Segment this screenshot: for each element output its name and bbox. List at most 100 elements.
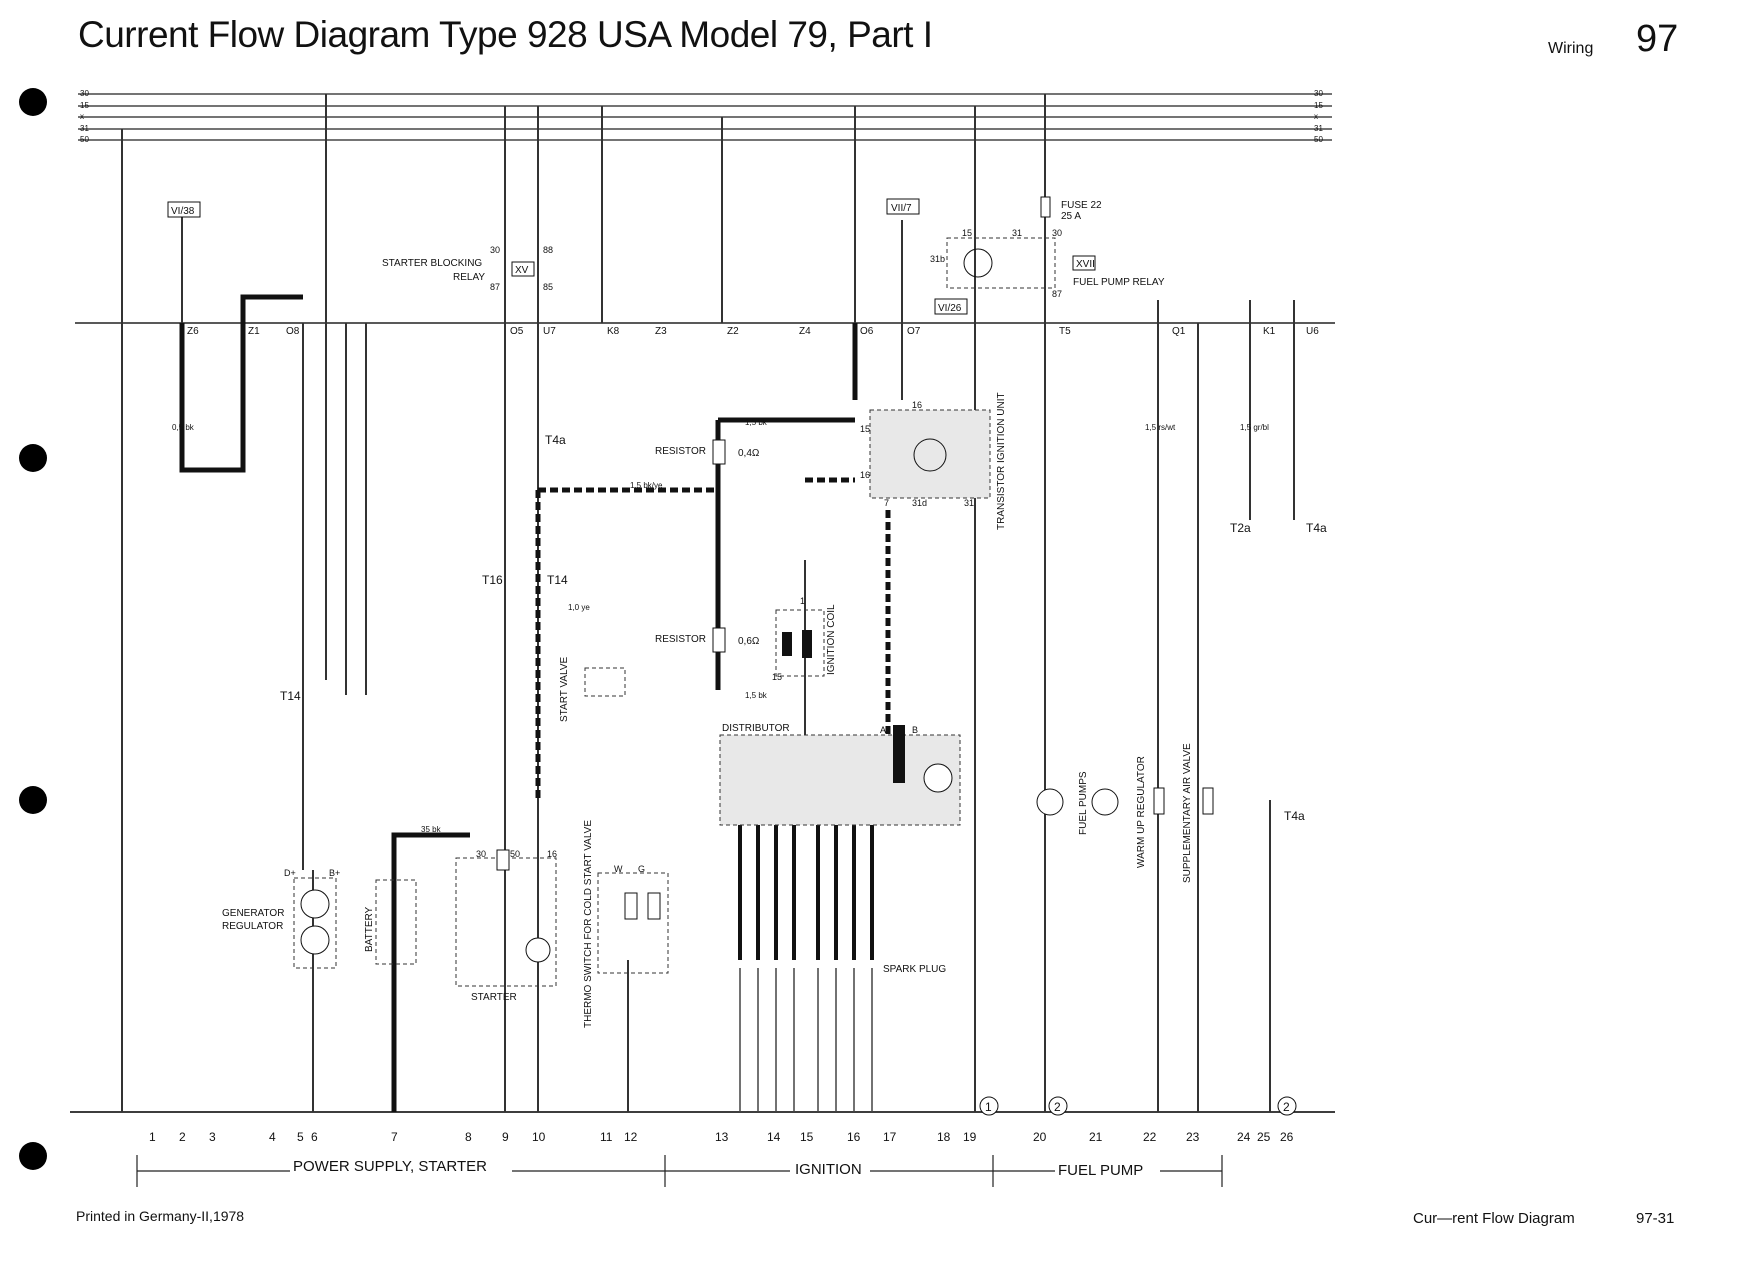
circled-marker xyxy=(979,1096,999,1116)
svg-text:12: 12 xyxy=(624,1130,638,1144)
group-label: FUEL PUMP xyxy=(1058,1162,1143,1179)
terminal-label: Z6 xyxy=(187,326,199,337)
svg-text:31: 31 xyxy=(1012,228,1022,238)
generator-icon xyxy=(300,889,330,919)
page-number: 97 xyxy=(1636,18,1679,60)
svg-text:4: 4 xyxy=(269,1130,276,1144)
component-label: BATTERY xyxy=(364,906,375,952)
component-label: THERMO SWITCH FOR COLD START VALVE xyxy=(583,820,594,1028)
ref-label: VI/38 xyxy=(171,206,195,217)
component-label: IGNITION COIL xyxy=(826,604,837,675)
battery xyxy=(375,879,417,965)
svg-text:25: 25 xyxy=(1257,1130,1271,1144)
thermo-switch xyxy=(597,872,669,974)
svg-text:2: 2 xyxy=(179,1130,186,1144)
svg-text:15: 15 xyxy=(800,1130,814,1144)
svg-text:17: 17 xyxy=(883,1130,897,1144)
terminal-label: Z3 xyxy=(655,326,667,337)
relay-number: XVII xyxy=(1076,259,1095,270)
terminal-label: O6 xyxy=(860,326,874,337)
marker-label: 2 xyxy=(1054,1100,1061,1114)
svg-text:8: 8 xyxy=(465,1130,472,1144)
svg-text:1: 1 xyxy=(800,596,805,606)
svg-text:87: 87 xyxy=(490,282,500,292)
wire-heavy xyxy=(179,294,303,473)
page-title: Current Flow Diagram Type 928 USA Model … xyxy=(78,14,933,55)
component-label: DISTRIBUTOR xyxy=(722,723,790,734)
connector-label: T16 xyxy=(482,573,503,587)
bus-label: 50 xyxy=(80,135,89,144)
svg-text:30: 30 xyxy=(476,849,486,859)
component-label: STARTER xyxy=(471,992,517,1003)
svg-text:50: 50 xyxy=(510,849,520,859)
relay-box xyxy=(511,261,535,277)
component-label: FUEL PUMPS xyxy=(1078,771,1089,835)
switch-symbol xyxy=(624,892,638,920)
svg-text:6: 6 xyxy=(311,1130,318,1144)
svg-text:24: 24 xyxy=(1237,1130,1251,1144)
component-label: RESISTOR xyxy=(655,634,706,645)
terminal-label: U7 xyxy=(543,326,556,337)
coil-symbol xyxy=(782,632,792,656)
wire-label: 1,5 bk xyxy=(745,691,768,700)
component-label: RESISTOR xyxy=(655,446,706,457)
valve-symbol xyxy=(1202,787,1214,815)
coil-symbol xyxy=(802,630,812,658)
bus-label: 31 xyxy=(80,124,89,133)
motor-icon xyxy=(525,937,551,963)
connector-label: T4a xyxy=(1284,809,1305,823)
bus-label: 30 xyxy=(1314,89,1323,98)
terminal-label: Z4 xyxy=(799,326,811,337)
svg-text:15: 15 xyxy=(772,672,782,682)
bus-label: 15 xyxy=(80,101,89,110)
svg-text:16: 16 xyxy=(847,1130,861,1144)
component-label: WARM UP REGULATOR xyxy=(1136,756,1147,868)
svg-text:16: 16 xyxy=(912,400,922,410)
wire-label: 1,5 rs/wt xyxy=(1145,423,1176,432)
relay-number: XV xyxy=(515,265,529,276)
wire-heavy xyxy=(391,832,470,1112)
fuse-value: 25 A xyxy=(1061,211,1081,222)
binder-hole xyxy=(19,88,47,116)
svg-text:10: 10 xyxy=(532,1130,546,1144)
svg-text:D+: D+ xyxy=(284,868,296,878)
wire-label: 35 bk xyxy=(421,825,442,834)
component-value: 0,4Ω xyxy=(738,448,760,459)
terminal-label: O5 xyxy=(510,326,524,337)
resistor-symbol xyxy=(712,627,726,653)
marker-label: 2 xyxy=(1283,1100,1290,1114)
svg-text:15: 15 xyxy=(860,424,870,434)
ignition-coil xyxy=(775,609,825,677)
connector-label: T2a xyxy=(1230,521,1251,535)
component-label: GENERATOR xyxy=(222,908,284,919)
group-label: POWER SUPPLY, STARTER xyxy=(293,1158,487,1175)
svg-text:14: 14 xyxy=(767,1130,781,1144)
terminal-label: K1 xyxy=(1263,326,1276,337)
wire-label: 1,5 bk/ye xyxy=(630,481,663,490)
binder-hole xyxy=(19,1142,47,1170)
svg-text:9: 9 xyxy=(502,1130,509,1144)
svg-text:23: 23 xyxy=(1186,1130,1200,1144)
wire-label: 1,5 gr/bl xyxy=(1240,423,1269,432)
circled-marker xyxy=(1048,1096,1068,1116)
svg-text:18: 18 xyxy=(937,1130,951,1144)
svg-text:16: 16 xyxy=(860,470,870,480)
motor-icon xyxy=(1036,788,1064,816)
svg-text:87: 87 xyxy=(1052,289,1062,299)
resistor-symbol xyxy=(712,439,726,465)
component-label: SUPPLEMENTARY AIR VALVE xyxy=(1182,743,1193,883)
binder-hole xyxy=(19,786,47,814)
connector-label: T14 xyxy=(280,689,301,703)
svg-text:20: 20 xyxy=(1033,1130,1047,1144)
svg-text:88: 88 xyxy=(543,245,553,255)
connector-label: T4a xyxy=(545,433,566,447)
wire-label: 1,0 ye xyxy=(568,603,590,612)
svg-text:3: 3 xyxy=(209,1130,216,1144)
svg-text:7: 7 xyxy=(884,498,889,508)
switch-symbol xyxy=(647,892,661,920)
component-label: TRANSISTOR IGNITION UNIT xyxy=(996,392,1007,530)
ref-box xyxy=(934,298,968,315)
fuse-symbol xyxy=(1040,196,1051,218)
printed-note: Printed in Germany-II,1978 xyxy=(76,1208,245,1224)
